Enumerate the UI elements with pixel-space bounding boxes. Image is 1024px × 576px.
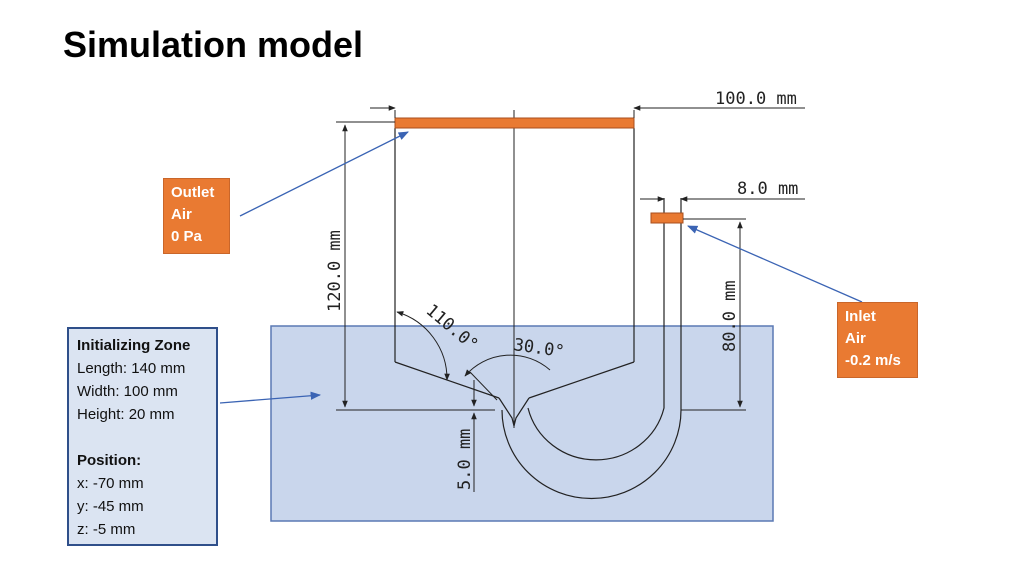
initializing-zone-label: Initializing Zone Length: 140 mm Width: … xyxy=(67,327,218,546)
initializing-zone-region xyxy=(270,325,774,522)
init-zone-heading: Initializing Zone xyxy=(77,337,191,354)
vessel-geometry xyxy=(394,110,682,500)
init-zone-width: Width: 100 mm xyxy=(77,383,178,400)
spacer xyxy=(77,426,216,449)
slide-title: Simulation model xyxy=(63,24,364,65)
dim-top-width: 100.0 mm xyxy=(715,89,797,109)
outlet-label: Outlet Air 0 Pa xyxy=(163,178,230,254)
inlet-title: Inlet xyxy=(845,308,876,325)
outlet-pressure: 0 Pa xyxy=(171,228,202,245)
init-zone-y: y: -45 mm xyxy=(77,498,144,515)
dimension-lines xyxy=(336,105,805,492)
init-zone-height: Height: 20 mm xyxy=(77,406,175,423)
outlet-medium: Air xyxy=(171,206,192,223)
dim-inlet-width: 8.0 mm xyxy=(737,179,798,199)
init-zone-x: x: -70 mm xyxy=(77,475,144,492)
dim-gap: 5.0 mm xyxy=(455,429,475,490)
init-zone-length: Length: 140 mm xyxy=(77,360,186,377)
inlet-velocity: -0.2 m/s xyxy=(845,352,901,369)
leader-arrows xyxy=(219,131,863,404)
inlet-boundary xyxy=(650,212,684,224)
dim-overall-height: 120.0 mm xyxy=(325,230,345,312)
outlet-boundary xyxy=(394,117,635,129)
init-zone-z: z: -5 mm xyxy=(77,521,136,538)
outlet-title: Outlet xyxy=(171,184,215,201)
inlet-label: Inlet Air -0.2 m/s xyxy=(837,302,918,378)
inlet-medium: Air xyxy=(845,330,866,347)
init-zone-position-heading: Position: xyxy=(77,452,142,469)
dim-inlet-height: 80.0 mm xyxy=(720,280,740,352)
